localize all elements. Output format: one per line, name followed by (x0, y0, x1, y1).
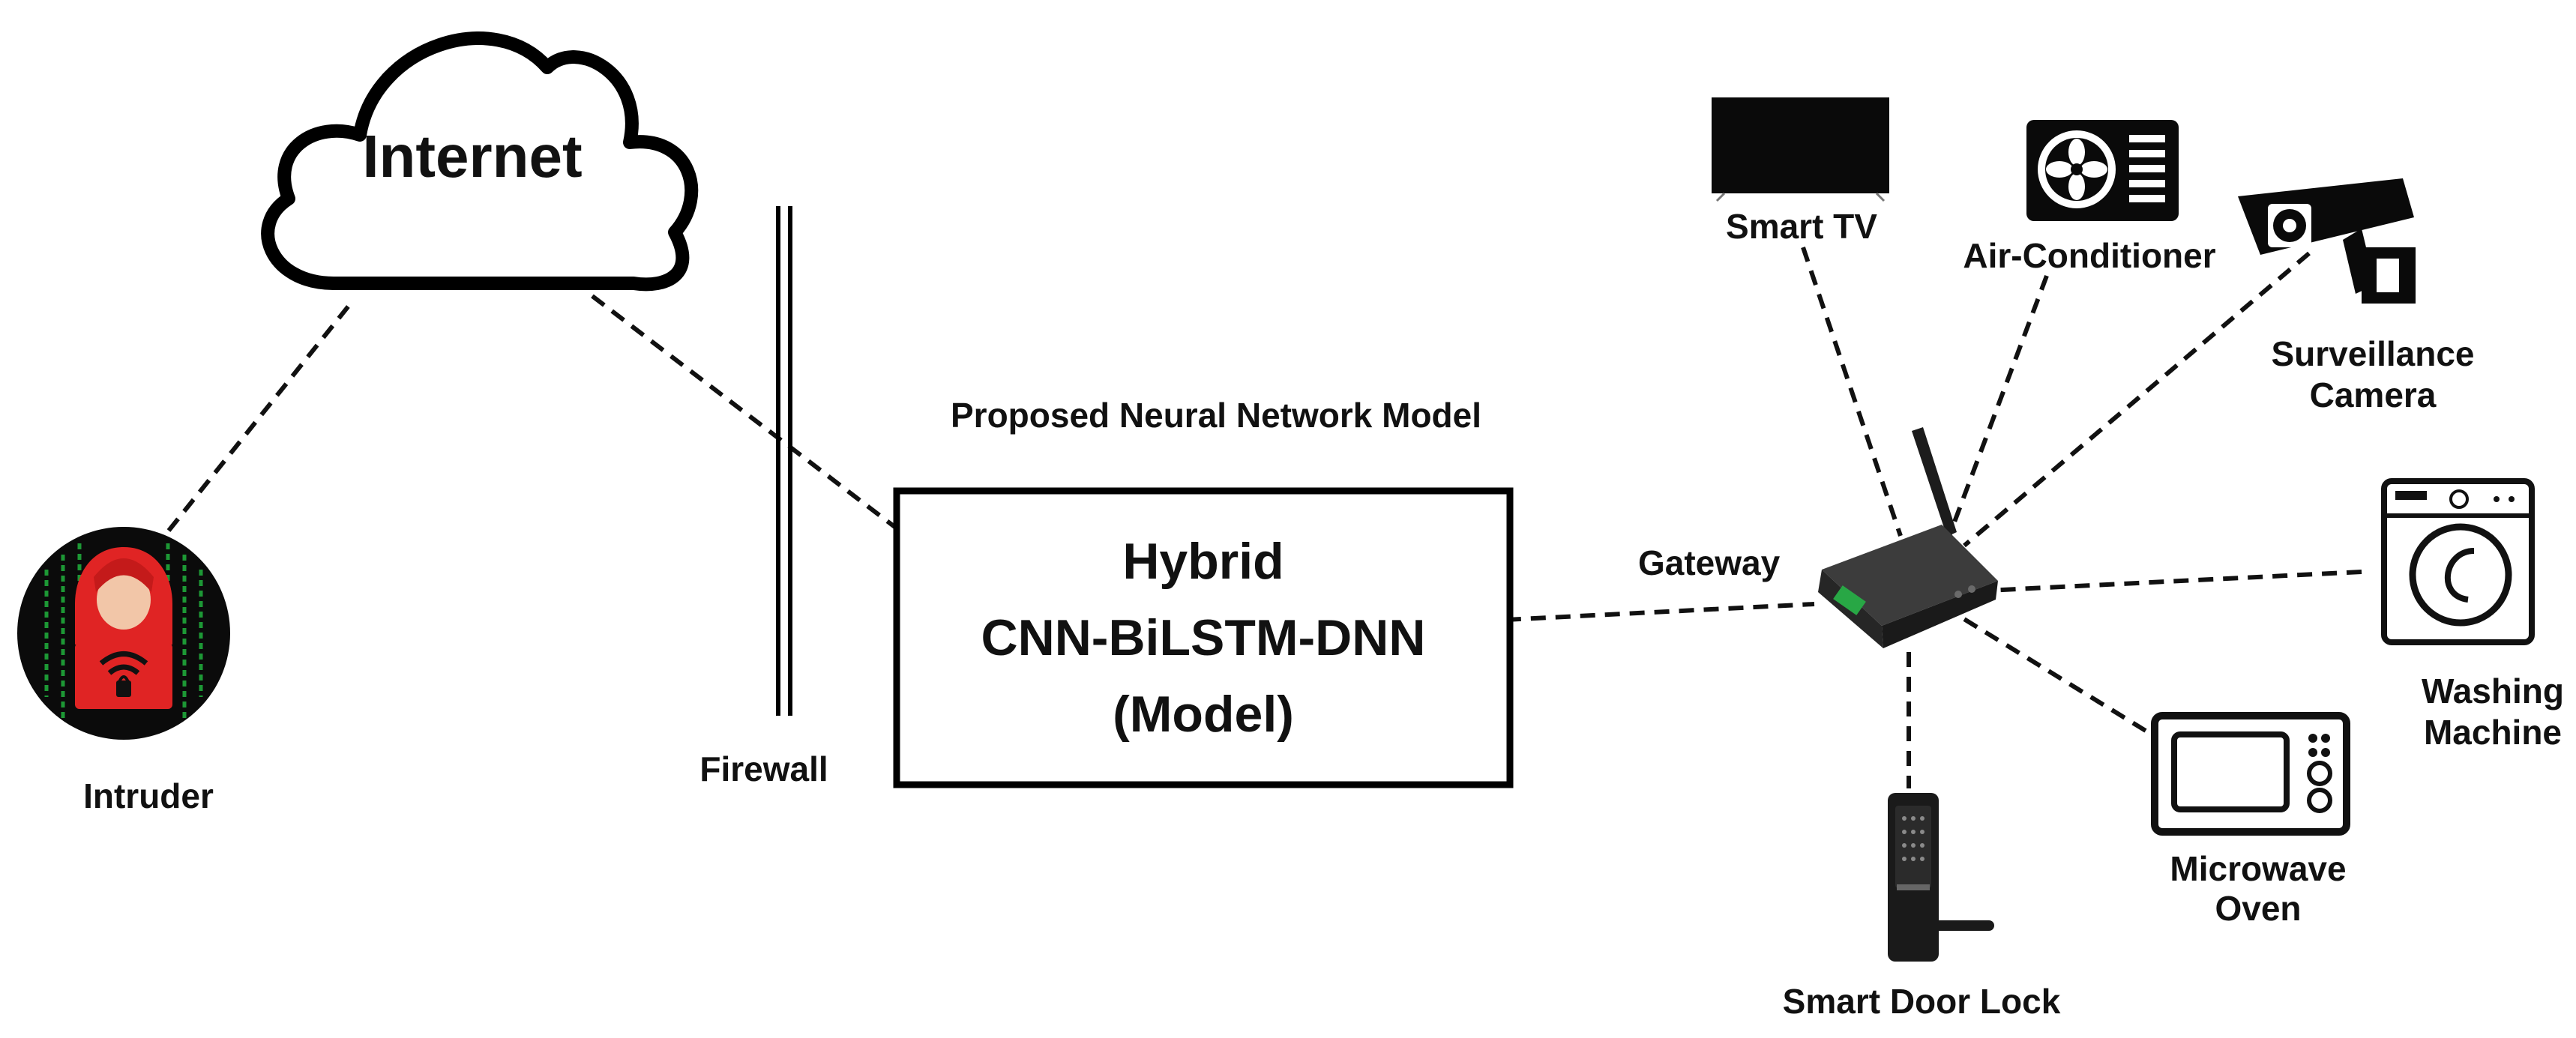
washing-machine-label-line-1: Washing (2422, 672, 2564, 710)
door-lock-icon (1888, 793, 1994, 962)
model-line-3: (Model) (1113, 686, 1294, 743)
camera-icon (2238, 178, 2416, 304)
firewall-label: Firewall (699, 749, 828, 788)
microwave-icon (2151, 712, 2350, 836)
air-conditioner-icon (2026, 120, 2179, 221)
link-internet-model (591, 294, 898, 531)
router-icon (1818, 427, 1998, 648)
model-box (893, 487, 1514, 788)
link-gateway-microwave (1955, 612, 2147, 733)
link-gateway-camera (1963, 251, 2311, 548)
link-gateway-air-conditioner (1947, 274, 2049, 537)
microwave-label-line-1: Microwave (2170, 849, 2346, 888)
camera-label-line-2: Camera (2310, 375, 2437, 414)
washing-machine-icon (2381, 478, 2535, 645)
air-conditioner-label: Air-Conditioner (1963, 236, 2215, 275)
internet-label: Internet (362, 123, 582, 190)
microwave-label-line-2: Oven (2215, 889, 2301, 928)
microwave-oven: Microwave Oven (2151, 712, 2350, 928)
model-line-1: Hybrid (1122, 533, 1284, 590)
smart-door-lock: Smart Door Lock (1783, 793, 2061, 1021)
firewall-icon (776, 206, 792, 716)
internet-cloud: Internet (261, 31, 699, 292)
camera-label-line-1: Surveillance (2271, 334, 2474, 373)
link-gateway-smart-tv (1801, 247, 1903, 537)
intruder: Intruder (17, 527, 230, 815)
tv-icon (1712, 97, 1889, 202)
washing-machine-label-line-2: Machine (2424, 713, 2562, 752)
model-caption: Proposed Neural Network Model (951, 396, 1481, 435)
firewall: Firewall (699, 206, 828, 788)
smart-tv: Smart TV (1712, 97, 1889, 246)
cloud-icon (261, 31, 699, 292)
intruder-label: Intruder (83, 776, 214, 815)
gateway: Gateway (1638, 427, 1998, 648)
surveillance-camera: Surveillance Camera (2238, 178, 2475, 414)
link-intruder-internet (166, 300, 355, 532)
hacker-icon (17, 527, 230, 740)
door-lock-label: Smart Door Lock (1783, 982, 2061, 1021)
air-conditioner: Air-Conditioner (1963, 120, 2216, 275)
model-block: Proposed Neural Network Model Hybrid CNN… (893, 396, 1514, 788)
link-gateway-washing-machine (1986, 570, 2362, 593)
gateway-label: Gateway (1638, 543, 1781, 582)
model-line-2: CNN-BiLSTM-DNN (981, 609, 1425, 666)
smart-tv-label: Smart TV (1726, 207, 1877, 246)
washing-machine: Washing Machine (2381, 478, 2564, 752)
